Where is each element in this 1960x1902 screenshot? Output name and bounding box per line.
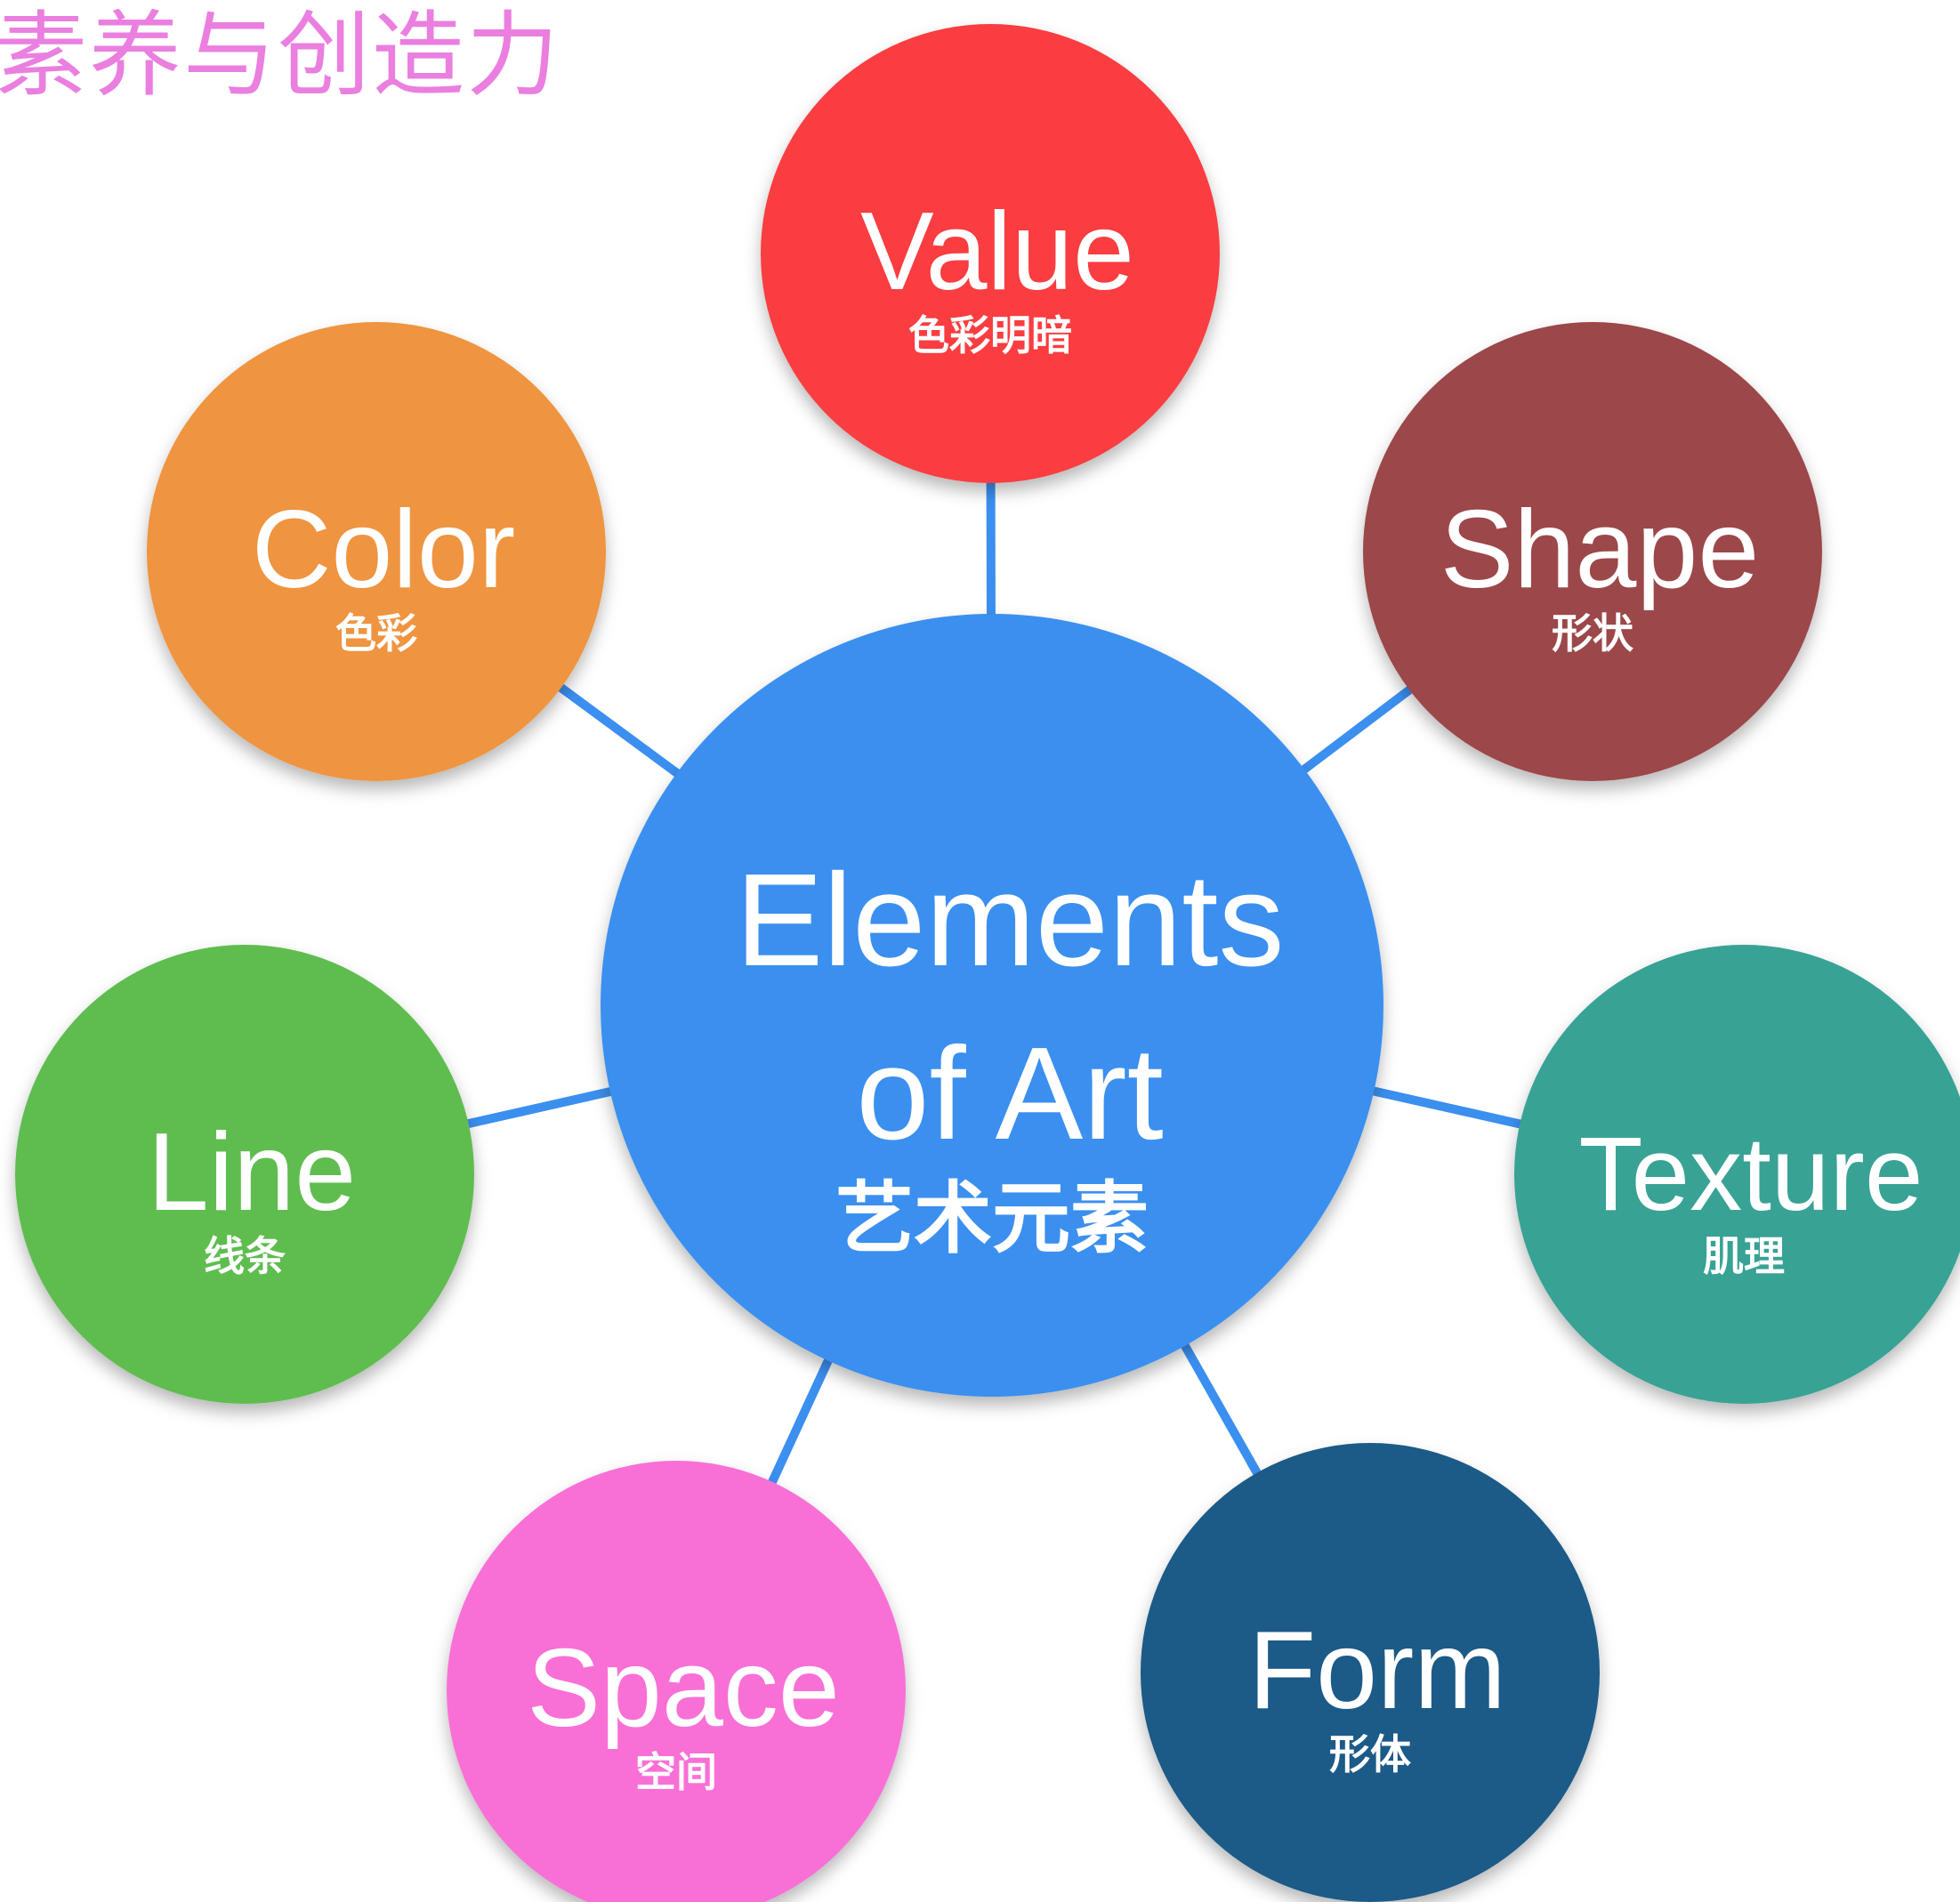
node-circle-line <box>15 945 474 1404</box>
node-title-texture: Texture <box>1579 1116 1924 1233</box>
node-title-color: Color <box>252 488 515 611</box>
connector-color <box>551 679 694 787</box>
node-circle-form <box>1141 1443 1600 1902</box>
center-title-line1: Elements <box>736 847 1285 994</box>
node-circle-value <box>761 24 1220 483</box>
node-circle-texture <box>1514 945 1960 1404</box>
node-circle-shape <box>1363 322 1822 781</box>
node-title-line: Line <box>148 1111 356 1234</box>
node-subtitle-value: 色彩明暗 <box>908 311 1072 359</box>
connector-texture <box>1355 1083 1530 1131</box>
node-subtitle-line: 线条 <box>204 1232 286 1280</box>
connector-space <box>764 1342 840 1492</box>
connector-shape <box>1287 681 1420 784</box>
node-subtitle-shape: 形状 <box>1552 609 1634 657</box>
node-title-shape: Shape <box>1440 488 1760 611</box>
nodes: Value色彩明暗Shape形状Texture肌理Form形体Space空间Li… <box>15 24 1960 1902</box>
center-title-line2: of Art <box>856 1020 1164 1167</box>
center-subtitle: 艺术元素 <box>835 1173 1149 1264</box>
node-title-space: Space <box>527 1627 840 1750</box>
node-title-form: Form <box>1248 1609 1505 1732</box>
node-subtitle-color: 色彩 <box>335 609 417 657</box>
page-heading: 素养与创造力 <box>0 1 561 109</box>
node-subtitle-texture: 肌理 <box>1703 1232 1785 1280</box>
connectors <box>458 473 1530 1492</box>
node-circle-color <box>147 322 606 781</box>
node-title-value: Value <box>860 190 1134 313</box>
center-hub: Elements of Art 艺术元素 <box>601 614 1383 1397</box>
node-subtitle-form: 形体 <box>1329 1730 1411 1778</box>
connector-line <box>458 1083 629 1131</box>
node-circle-space <box>447 1461 906 1902</box>
center-circle <box>601 614 1383 1397</box>
connector-form <box>1172 1327 1266 1483</box>
node-subtitle-space: 空间 <box>635 1748 717 1796</box>
